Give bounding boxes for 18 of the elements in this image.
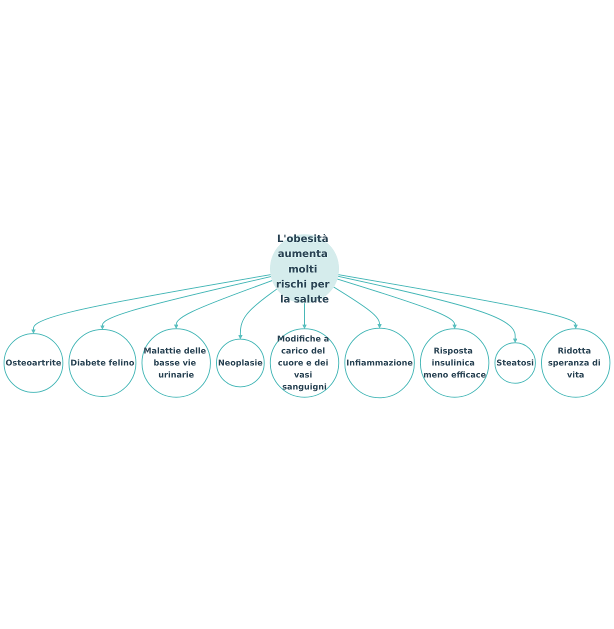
node-circle: Neoplasie	[216, 338, 265, 388]
arrow	[100, 276, 272, 330]
node-circle: Infiammazione	[344, 328, 415, 398]
node-circle: Ridotta speranza di vita	[540, 328, 610, 398]
arrow	[338, 274, 578, 330]
arrow	[238, 288, 278, 340]
arrow	[174, 280, 273, 330]
arrow	[31, 274, 271, 334]
node-circle: Osteoartrite	[4, 333, 64, 393]
arrow	[337, 278, 457, 330]
arrow	[302, 303, 307, 330]
node-circle: Diabete felino	[68, 329, 136, 398]
node-circle: Steatosi	[494, 342, 536, 384]
arrow	[333, 286, 382, 328]
arrow	[338, 276, 518, 344]
node-circle: Risposta insulinica meno efficace	[420, 328, 490, 398]
node-circle: L'obesità aumenta molti rischi per la salute	[270, 234, 339, 304]
node-circle: Malattie delle basse vie urinarie	[141, 328, 211, 398]
